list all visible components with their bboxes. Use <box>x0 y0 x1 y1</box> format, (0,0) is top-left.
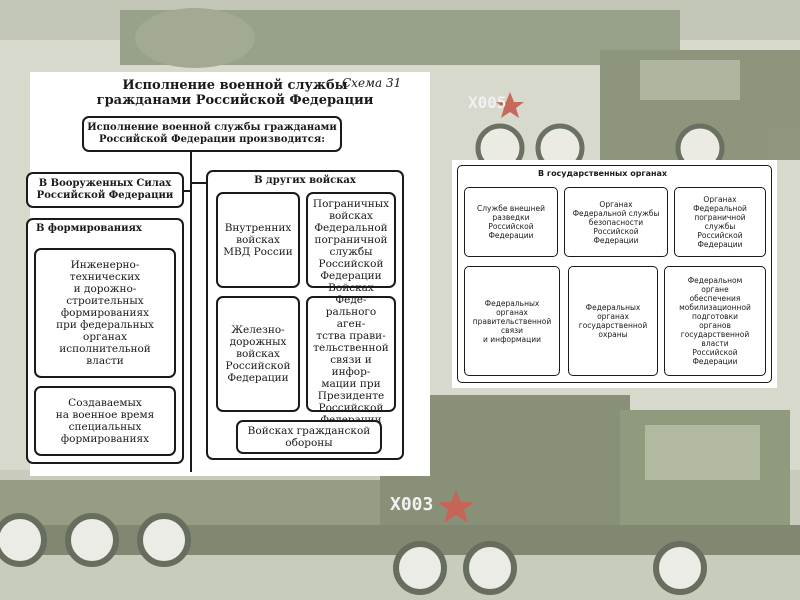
other-troops-header: В других войсках <box>254 175 356 186</box>
organ-government-communications: Федеральных органах правительственной св… <box>464 266 560 376</box>
top-truck <box>0 0 800 173</box>
scheme-title: Исполнение военной службы гражданами Рос… <box>96 78 374 108</box>
organ-foreign-intelligence: Службе внешней разведки Российской Федер… <box>464 187 558 257</box>
connector-line <box>190 150 192 472</box>
schema-label: Схема 31 <box>342 76 402 90</box>
troops-internal-box: Внутренних войсках МВД России <box>216 192 300 288</box>
formations-header: В формированиях <box>36 223 142 234</box>
plate-bottom-text: X003 <box>390 494 433 515</box>
connector-line <box>182 190 192 192</box>
troops-border-box: Пограничных войсках Федеральной погранич… <box>306 192 396 288</box>
armed-forces-box: В Вооруженных Силах Российской Федерации <box>26 172 184 208</box>
connector-line <box>190 182 210 184</box>
state-organs-header: В государственных органах <box>538 169 668 178</box>
troops-agency-box: Войсках Феде- рального аген- тства прави… <box>306 282 396 426</box>
right-scheme-panel: В государственных органах Службе внешней… <box>452 160 777 388</box>
top-box: Исполнение военной службы гражданами Рос… <box>82 116 342 152</box>
left-scheme-panel: Исполнение военной службы гражданами Рос… <box>26 72 430 476</box>
organ-fsb: Органах Федеральной службы безопасности … <box>564 187 668 257</box>
troops-railway-box: Железно- дорожных войсках Российской Фед… <box>216 296 300 412</box>
formation-engineering-box: Инженерно- технических и дорожно- строит… <box>34 248 176 378</box>
bottom-truck <box>0 395 800 600</box>
plate-top-text: X005 <box>468 93 507 112</box>
troops-civil-defense-box: Войсках гражданской обороны <box>236 420 382 454</box>
organ-border-service: Органах Федеральной пограничной службы Р… <box>674 187 766 257</box>
organ-mobilization: Федеральном органе обеспечения мобилизац… <box>664 266 766 376</box>
formation-special-box: Создаваемых на военное время специальных… <box>34 386 176 456</box>
organ-state-protection: Федеральных органах государственной охра… <box>568 266 658 376</box>
